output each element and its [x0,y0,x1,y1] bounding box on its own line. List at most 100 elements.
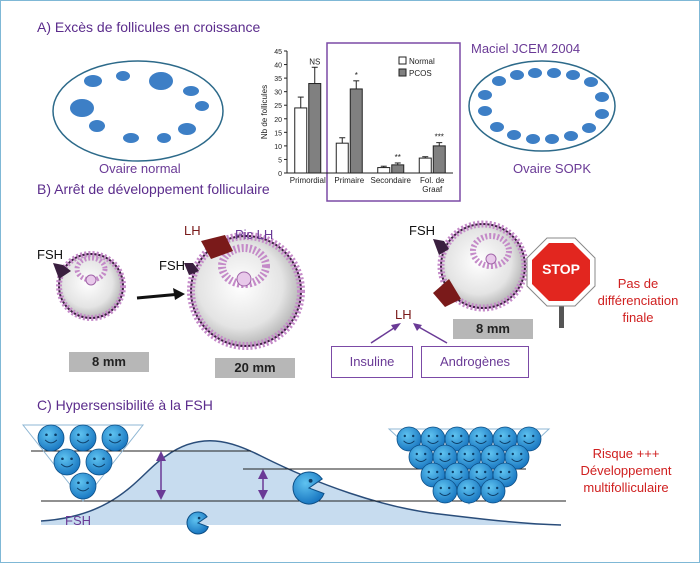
smile [427,440,439,444]
smile [499,440,511,444]
section-b-title: B) Arrêt de développement folliculaire [37,181,270,197]
risk-line-2: Développement [580,463,672,478]
y-tick-label: 45 [274,49,282,56]
eye [475,470,478,474]
pacman-follicles [186,471,325,535]
follicle-ball [85,448,113,476]
significance-label: *** [435,133,444,142]
eye [54,433,57,437]
eye [424,452,427,456]
smiley-follicle [101,424,129,452]
y-tick-label: 35 [274,76,282,83]
pacman-body [186,511,209,535]
follicle-8mm-arrested [433,220,529,312]
smile [76,439,90,444]
x-tick-label: Graaf [422,185,443,194]
risk-line-3: multifolliculaire [583,480,669,495]
smile [463,492,475,496]
fsh-label-3: FSH [409,223,435,238]
eye [102,457,105,461]
eye [436,470,439,474]
follicle-ball [516,426,542,452]
eye [86,481,89,485]
follicle-ball [456,478,482,504]
follicle-ball [480,478,506,504]
eye [109,433,112,437]
smile [439,492,451,496]
eye [496,452,499,456]
pacman-eye [308,478,313,483]
y-tick-label: 30 [274,90,282,97]
bar-pcos [432,145,446,174]
y-tick-label: 0 [278,171,282,178]
size-badge-20mm: 20 mm [215,358,295,378]
citation: Maciel JCEM 2004 [471,41,581,56]
eye [118,433,121,437]
eye [475,434,478,438]
fsh-label-2: FSH [159,258,185,273]
eye [472,452,475,456]
y-tick-label: 40 [274,63,282,70]
eye [427,434,430,438]
smiley-follicle [69,424,97,452]
eye [532,434,535,438]
eye [499,434,502,438]
eye [451,470,454,474]
pic-lh-label: Pic LH [235,227,274,242]
pacman-follicle [292,471,325,505]
eye [484,434,487,438]
eye [460,434,463,438]
androgen-arrow [416,325,448,344]
x-tick-label: Primaire [334,176,364,185]
smiley-follicle [408,444,434,470]
eye [487,452,490,456]
x-tick-label: Primordial [290,176,326,185]
follicle-ball [37,424,65,452]
smiley-follicle [456,444,482,470]
stop-sign-icon [526,237,596,328]
smile [475,440,487,444]
smile [108,439,122,444]
bar-normal [294,107,308,174]
follicle-ball [504,444,530,470]
eye [403,434,406,438]
smile [451,440,463,444]
eye [448,486,451,490]
pacman-eye [197,516,201,520]
smiley-follicle [480,478,506,504]
no-diff-line-1: Pas de [617,276,659,291]
smile [451,476,463,480]
eye [70,457,73,461]
eye [86,433,89,437]
fsh-label-1: FSH [37,247,63,262]
y-tick-label: 5 [278,157,282,164]
no-diff-line-2: différenciation [597,293,679,308]
eye [484,470,487,474]
stop-sign-text: STOP [542,261,580,277]
eye [77,481,80,485]
no-diff-line-3: finale [622,310,654,325]
eye [45,433,48,437]
follicle-ball [53,448,81,476]
smiley-follicle [456,478,482,504]
follicle-ball [101,424,129,452]
y-tick-label: 20 [274,117,282,124]
smiley-follicle [432,478,458,504]
risk-line-1: Risque +++ [592,446,660,461]
normal-ovary-outline [52,60,224,162]
bar-pcos [349,88,363,174]
bar-pcos [308,83,322,174]
pacman-body [292,471,325,505]
smile [475,476,487,480]
eye [61,457,64,461]
follicle-balls-pcos [396,426,542,504]
normal-ovary-follicles [70,71,209,143]
bar-pcos [391,164,405,174]
x-tick-label: Secondaire [371,176,412,185]
fsh-curve-label: FSH [65,513,91,528]
follicle-balls-normal [37,424,129,500]
smiley-follicle [432,444,458,470]
smile [487,492,499,496]
eye [523,434,526,438]
follicle-ball [432,478,458,504]
